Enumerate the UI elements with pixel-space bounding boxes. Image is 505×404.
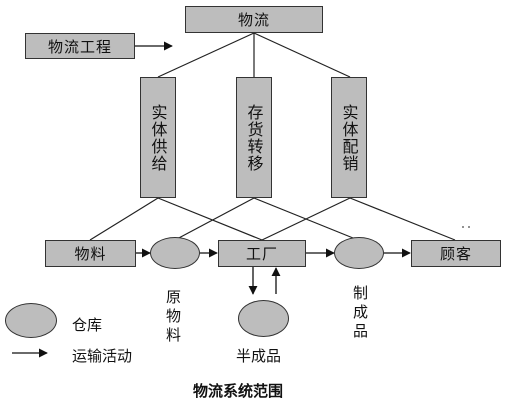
legend-warehouse-label: 仓库 [72,316,103,334]
dot-mark [468,226,470,228]
legend-transport-label: 运输活动 [72,347,133,365]
logistics-label: 物流 [237,11,270,29]
raw-materials-label: 原物料 [164,289,182,346]
dot-mark [462,226,464,228]
distribution-to-factory [261,197,351,241]
physical-distribution-label: 实体配销 [339,103,359,172]
diagram-caption: 物流系统范围 [193,382,284,400]
supply-to-materials [89,197,159,241]
customer-box: 顾客 [411,240,501,267]
inventory-to-raw-warehouse [174,197,255,241]
legend-warehouse-icon [5,303,57,338]
materials-label: 物料 [74,245,107,263]
customer-label: 顾客 [439,245,472,263]
inventory-transfer-column: 存货转移 [236,77,272,198]
materials-box: 物料 [45,240,136,267]
raw-materials-warehouse [150,237,200,269]
factory-label: 工厂 [245,245,278,263]
logistics-engineering-box: 物流工程 [25,33,135,59]
link-top-to-supply [157,32,255,78]
logistics-engineering-label: 物流工程 [47,37,112,56]
physical-supply-column: 实体供给 [140,77,176,198]
semi-finished-warehouse [238,300,289,337]
physical-distribution-column: 实体配销 [331,77,367,198]
finished-goods-label: 制成品 [351,285,369,342]
distribution-to-customer [349,197,456,241]
logistics-box: 物流 [185,6,323,33]
link-top-to-distribution [253,32,351,78]
physical-supply-label: 实体供给 [148,103,168,172]
finished-goods-warehouse [334,237,384,269]
semi-finished-label: 半成品 [236,347,282,365]
inventory-transfer-label: 存货转移 [244,103,264,172]
factory-box: 工厂 [218,240,306,267]
supply-to-factory [157,197,263,241]
